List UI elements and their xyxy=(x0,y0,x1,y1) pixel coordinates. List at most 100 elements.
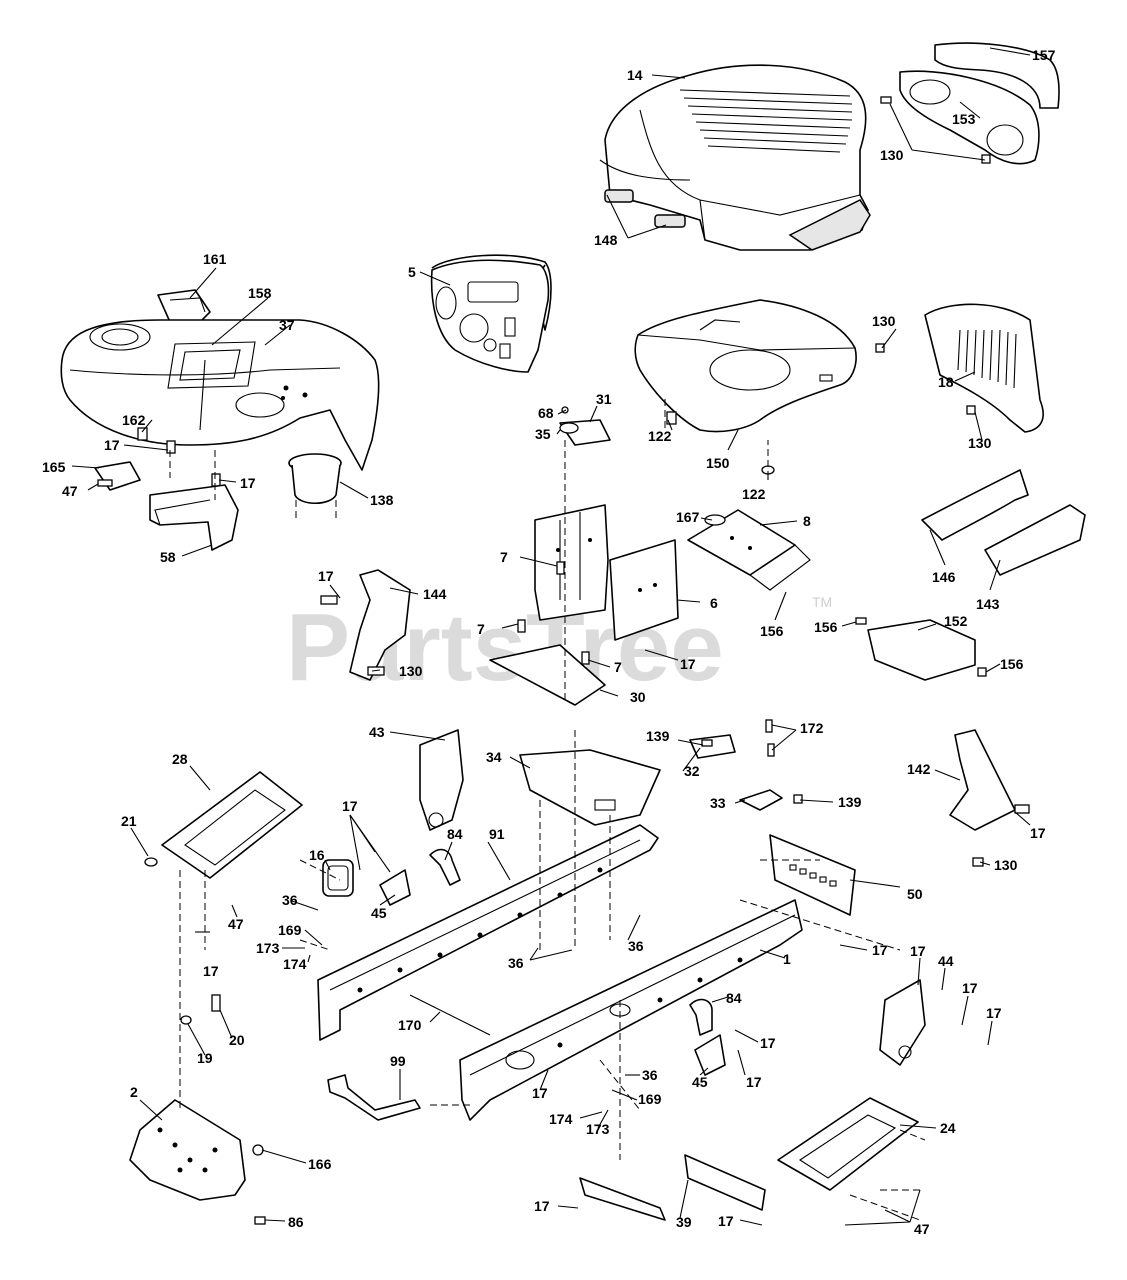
cover-161-part xyxy=(157,289,211,323)
callout-label: 139 xyxy=(646,728,670,744)
callout-label: 36 xyxy=(628,938,644,954)
deck-plate-34 xyxy=(519,749,661,826)
callout-label: 37 xyxy=(279,317,295,333)
side-panel-143 xyxy=(984,504,1086,576)
callout-label: 30 xyxy=(630,689,646,705)
callout-label: 17 xyxy=(104,437,120,453)
frame-rail-right xyxy=(459,899,803,1121)
battery-box-part xyxy=(534,504,679,641)
dash-bracket-part xyxy=(94,461,239,551)
bracket-39 xyxy=(579,1154,766,1221)
callout-label: 122 xyxy=(742,486,766,502)
callout-label: 173 xyxy=(586,1121,610,1137)
callout-label: 43 xyxy=(369,724,385,740)
bracket-45-lower xyxy=(694,1034,726,1076)
callout-label: 68 xyxy=(538,405,554,421)
callout-label: 169 xyxy=(278,922,302,938)
footrest-28 xyxy=(144,771,303,879)
callout-label: 7 xyxy=(477,621,485,637)
footrest-152 xyxy=(855,617,987,681)
callout-label: 5 xyxy=(408,264,416,280)
callout-label: 19 xyxy=(197,1050,213,1066)
callout-label: 45 xyxy=(371,905,387,921)
callout-label: 170 xyxy=(398,1017,422,1033)
screw-7-c xyxy=(581,651,590,665)
screw-162 xyxy=(137,427,148,441)
callout-label: 130 xyxy=(968,435,992,451)
callout-label: 84 xyxy=(447,826,463,842)
footrest-24 xyxy=(777,1097,919,1191)
callout-label: 47 xyxy=(62,483,78,499)
hood-part xyxy=(599,64,871,251)
callout-label: 17 xyxy=(962,980,978,996)
callout-label: 130 xyxy=(994,857,1018,873)
bracket-50 xyxy=(769,834,856,916)
bracket-142 xyxy=(949,729,1030,867)
frame-rail-left xyxy=(317,824,659,1041)
grille-part xyxy=(924,303,1044,433)
callout-label: 31 xyxy=(596,391,612,407)
side-panel-146 xyxy=(921,469,1029,541)
callout-label: 36 xyxy=(282,892,298,908)
assembly-lines xyxy=(169,395,926,1221)
callout-label: 139 xyxy=(838,794,862,810)
callout-label: 36 xyxy=(642,1067,658,1083)
callout-label: 99 xyxy=(390,1053,406,1069)
callout-label: 167 xyxy=(676,509,700,525)
callout-label: 17 xyxy=(680,656,696,672)
callout-label: 156 xyxy=(1000,656,1024,672)
callout-label: 122 xyxy=(648,428,672,444)
screw-130-grille-b xyxy=(966,405,976,415)
bracket-44 xyxy=(879,979,926,1066)
callout-label: 144 xyxy=(423,586,447,602)
callout-label: 165 xyxy=(42,459,66,475)
gasket-16 xyxy=(322,859,354,897)
callout-label: 34 xyxy=(486,749,502,765)
callout-label: 17 xyxy=(534,1198,550,1214)
callout-label: 86 xyxy=(288,1214,304,1230)
callout-label: 17 xyxy=(203,963,219,979)
callout-label: 130 xyxy=(399,663,423,679)
mount-plate-8 xyxy=(687,509,811,591)
bracket-31 xyxy=(559,406,611,446)
callout-label: 16 xyxy=(309,847,325,863)
callout-label: 39 xyxy=(676,1214,692,1230)
callout-label: 32 xyxy=(684,763,700,779)
lever-99 xyxy=(327,1074,421,1121)
screw-130-hood xyxy=(880,96,991,164)
plate-30 xyxy=(489,644,606,706)
control-panel-part xyxy=(430,254,552,373)
callout-label: 17 xyxy=(718,1213,734,1229)
washer-19 xyxy=(180,1015,192,1025)
callout-label: 45 xyxy=(692,1074,708,1090)
strap-84-lower xyxy=(689,998,713,1036)
callout-label: 157 xyxy=(1032,47,1056,63)
screw-7-a xyxy=(556,561,565,575)
bolt-20 xyxy=(211,994,221,1012)
callout-label: 158 xyxy=(248,285,272,301)
screw-122-a xyxy=(666,411,677,425)
callout-label: 17 xyxy=(910,943,926,959)
callout-label: 130 xyxy=(872,313,896,329)
callout-label: 20 xyxy=(229,1032,245,1048)
screw-17-dash-a xyxy=(166,440,176,454)
frame-crossbar xyxy=(409,994,491,1036)
callout-label: 17 xyxy=(986,1005,1002,1021)
callout-label: 142 xyxy=(907,761,931,777)
callout-label: 7 xyxy=(614,659,622,675)
callout-label: 130 xyxy=(880,147,904,163)
callout-label: 47 xyxy=(914,1221,930,1237)
callout-label: 35 xyxy=(535,426,551,442)
callout-label: 156 xyxy=(814,619,838,635)
leader-lines xyxy=(71,47,1031,1226)
screw-130-grille-a xyxy=(875,343,885,353)
callout-label: 150 xyxy=(706,455,730,471)
callout-label: 91 xyxy=(489,826,505,842)
callout-label: 2 xyxy=(130,1084,138,1100)
callout-label: 162 xyxy=(122,412,146,428)
bracket-32 xyxy=(689,734,736,759)
bracket-45-upper xyxy=(379,869,411,906)
screw-17-dash-b xyxy=(211,473,221,487)
callout-label: 1 xyxy=(783,951,791,967)
